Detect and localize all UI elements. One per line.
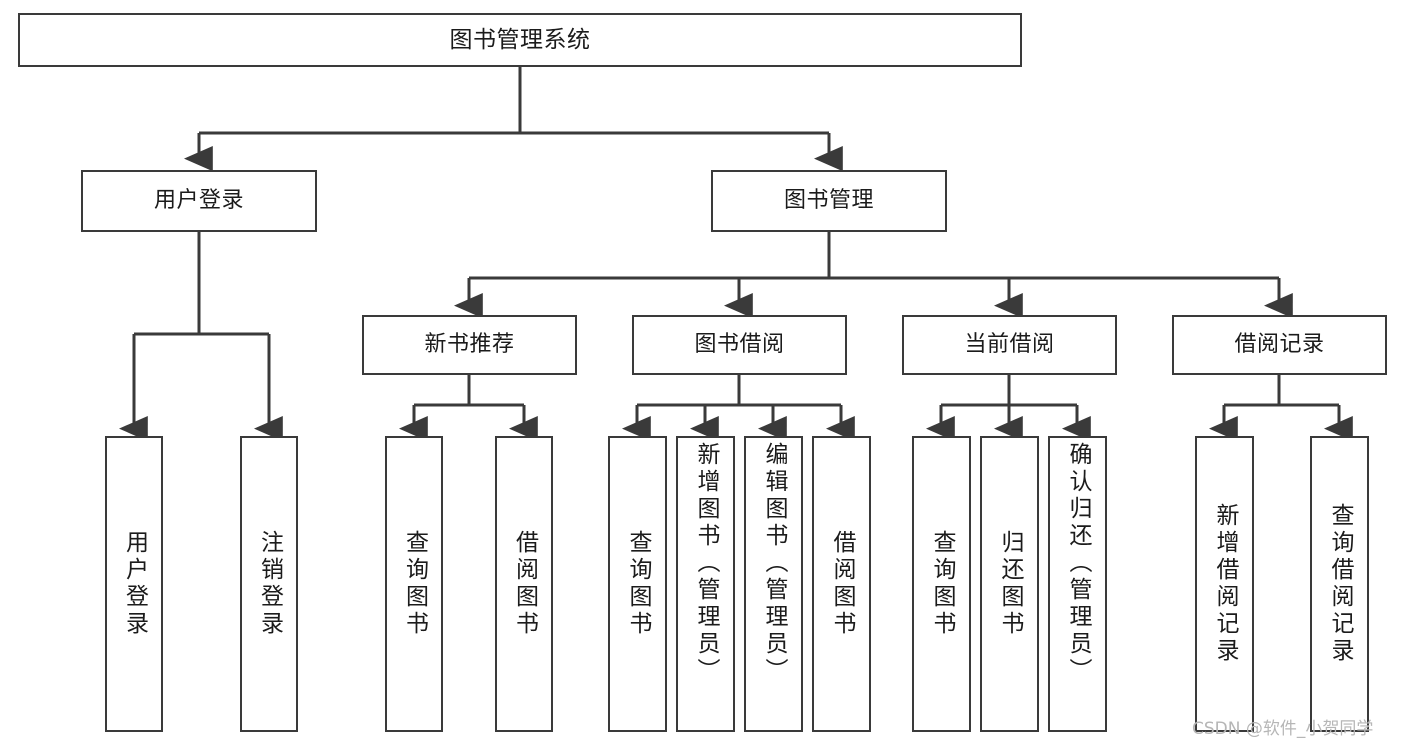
node-label: 新增借阅记录: [1212, 503, 1238, 665]
node-root-system[interactable]: 图书管理系统: [18, 13, 1022, 67]
node-borrow-record[interactable]: 借阅记录: [1172, 315, 1387, 375]
leaf-add-book-admin[interactable]: 新增图书（管理员）: [676, 436, 735, 732]
leaf-return-book[interactable]: 归还图书: [980, 436, 1039, 732]
node-book-borrow[interactable]: 图书借阅: [632, 315, 847, 375]
node-label: 查询借阅记录: [1327, 503, 1353, 665]
node-label: 用户登录: [153, 188, 244, 214]
leaf-add-borrow-record[interactable]: 新增借阅记录: [1195, 436, 1254, 732]
node-label: 用户登录: [121, 530, 148, 638]
node-book-manage[interactable]: 图书管理: [711, 170, 947, 232]
node-label: 查询图书: [929, 530, 955, 638]
leaf-query-borrow-record[interactable]: 查询借阅记录: [1310, 436, 1369, 732]
leaf-query-book-current[interactable]: 查询图书: [912, 436, 971, 732]
node-label: 确认归还（管理员）: [1065, 442, 1091, 685]
node-label: 注销登录: [256, 530, 283, 638]
node-label: 图书管理: [783, 188, 874, 214]
node-label: 借阅图书: [829, 530, 855, 638]
leaf-borrow-book[interactable]: 借阅图书: [812, 436, 871, 732]
leaf-user-login[interactable]: 用户登录: [105, 436, 163, 732]
leaf-confirm-return-admin[interactable]: 确认归还（管理员）: [1048, 436, 1107, 732]
node-label: 新增图书（管理员）: [693, 442, 719, 685]
node-label: 图书借阅: [694, 332, 785, 358]
node-new-book-recommend[interactable]: 新书推荐: [362, 315, 577, 375]
node-label: 图书管理系统: [449, 26, 591, 53]
watermark: CSDN @软件_小贺同学: [1192, 719, 1374, 739]
node-label: 借阅图书: [511, 530, 538, 638]
node-label: 当前借阅: [964, 332, 1055, 358]
node-label: 借阅记录: [1234, 332, 1325, 358]
node-label: 编辑图书（管理员）: [761, 442, 787, 685]
leaf-borrow-book-recommend[interactable]: 借阅图书: [495, 436, 553, 732]
leaf-query-book-borrow[interactable]: 查询图书: [608, 436, 667, 732]
node-label: 查询图书: [625, 530, 651, 638]
node-label: 查询图书: [401, 530, 428, 638]
leaf-query-book-recommend[interactable]: 查询图书: [385, 436, 443, 732]
node-label: 归还图书: [997, 530, 1023, 638]
leaf-edit-book-admin[interactable]: 编辑图书（管理员）: [744, 436, 803, 732]
node-current-borrow[interactable]: 当前借阅: [902, 315, 1117, 375]
leaf-logout[interactable]: 注销登录: [240, 436, 298, 732]
node-label: 新书推荐: [424, 332, 515, 358]
node-user-login[interactable]: 用户登录: [81, 170, 317, 232]
